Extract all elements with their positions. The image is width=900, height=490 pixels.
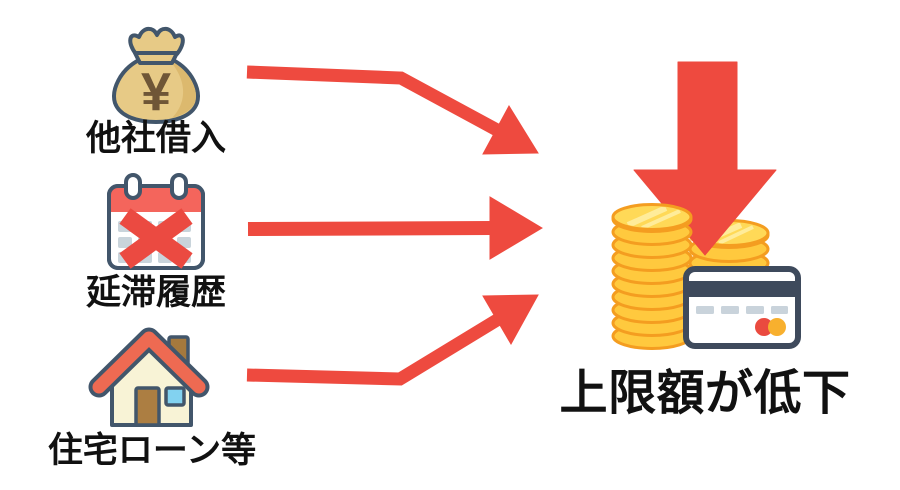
factor-label-other-loans: 他社借入 [85, 119, 226, 158]
money-bag-icon: ¥ [112, 26, 200, 124]
house-icon [88, 327, 210, 427]
coin-stack-left-icon [611, 203, 693, 350]
arrow-middle [247, 196, 543, 260]
arrow-top [246, 65, 539, 155]
yen-symbol: ¥ [141, 62, 171, 122]
result-label: 上限額が低下 [559, 367, 851, 420]
factor-label-housing-loan: 住宅ローン等 [47, 431, 257, 470]
calendar-x-icon [107, 173, 205, 270]
credit-card-icon [683, 266, 801, 349]
arrow-bottom [246, 294, 539, 386]
red-x-mark [119, 208, 193, 269]
factor-label-delinquency-history: 延滞履歴 [85, 273, 226, 312]
coins-credit-card-icon [611, 61, 801, 350]
